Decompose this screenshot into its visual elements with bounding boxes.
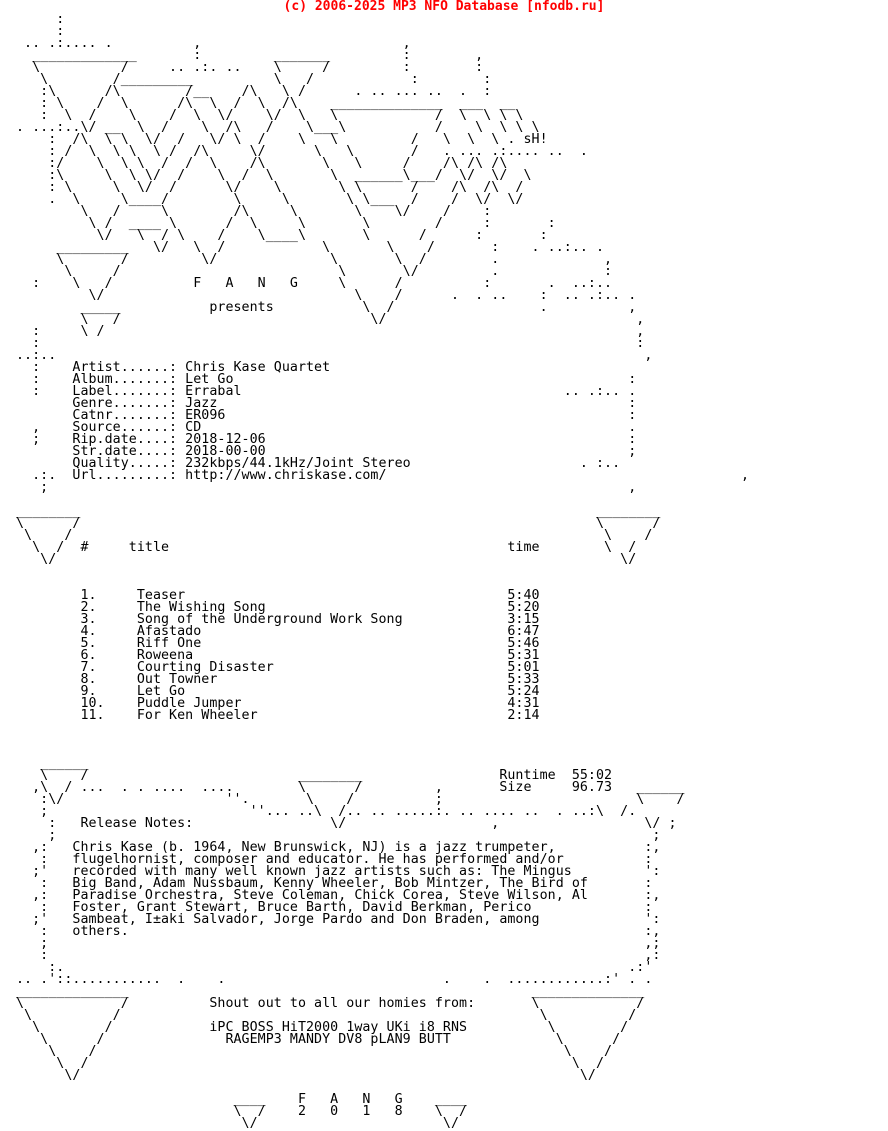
nfo-line: : Release Notes: \/ , \/ ; <box>16 816 677 831</box>
nfo-line: : \ \ \/ / \/ \ \ \ / /\ /\ / <box>16 180 524 195</box>
nfo-line: : flugelhornist, composer and educator. … <box>16 852 653 867</box>
nfo-line: \ / \ / <box>16 1056 605 1071</box>
nfo-line: : /\ \ \ \/ / \/ \ / \ \ / \ \ \ . sH! <box>16 132 548 147</box>
nfo-line: ;' Sambeat, I±aki Salvador, Jorge Pardo … <box>16 912 661 927</box>
nfo-line: Catnr.......: ER096 : <box>16 408 637 423</box>
nfo-line: . \ \____/ \ \ \ \___ / / \/ \/ <box>16 192 524 207</box>
nfo-line: ;' recorded with many well known jazz ar… <box>16 864 661 879</box>
nfo-line: 7. Courting Disaster 5:01 <box>16 660 540 675</box>
nfo-line: \ / iPC BOSS HiT2000 1way UKi i8 RNS \ / <box>16 1020 629 1035</box>
nfo-line: : others. :, <box>16 924 661 939</box>
nfo-line: ______________ ______________ <box>16 984 645 999</box>
nfo-line: 2. The Wishing Song 5:20 <box>16 600 540 615</box>
nfo-line: , Source......: CD . <box>16 420 637 435</box>
nfo-line: 1. Teaser 5:40 <box>16 588 540 603</box>
nfo-line: \ / ____ \ / \ \ \ / : : <box>16 216 556 231</box>
nfo-line: _____________ : _______ : , <box>16 48 484 63</box>
nfo-line: ; ,; <box>16 936 661 951</box>
nfo-line: 8. Out Towner 5:33 <box>16 672 540 687</box>
nfo-line: \ / \ / <box>16 528 653 543</box>
nfo-line: ,: Paradise Orchestra, Steve Coleman, Ch… <box>16 888 661 903</box>
nfo-line: \ / RAGEMP3 MANDY DV8 pLAN9 BUTT \ / <box>16 1032 621 1047</box>
nfo-line: : Label.......: Errabal .. .:.. . <box>16 384 637 399</box>
nfo-line: : Big Band, Adam Nussbaum, Kenny Wheeler… <box>16 876 653 891</box>
nfo-line: \ / Shout out to all our homies from: \ … <box>16 996 645 1011</box>
nfo-line: _____ presents \ / . , <box>16 300 637 315</box>
nfo-line: \ / .. .:. .. \ / : : <box>16 60 484 75</box>
copyright-header: (c) 2006-2025 MP3 NFO Database [nfodb.ru… <box>283 0 605 14</box>
nfo-line: 10. Puddle Jumper 4:31 <box>16 696 540 711</box>
nfo-line: ; ; <box>16 828 661 843</box>
nfo-line: 6. Roweena 5:31 <box>16 648 540 663</box>
nfo-line: \ / \/ \ \ / . , <box>16 252 613 267</box>
nfo-line: : <box>16 12 65 27</box>
nfo-line: : <box>16 24 65 39</box>
nfo-line: :/ \ \ \ / / \ /\ \ \ / /\ /\ /\ <box>16 156 508 171</box>
nfo-line: 9. Let Go 5:24 <box>16 684 540 699</box>
nfo-line: \ / # title time \ / <box>16 540 637 555</box>
nfo-line: \ /_________ \ / : : <box>16 72 492 87</box>
nfo-line: \/ \ / . . .. : .. .:.. . <box>16 288 637 303</box>
nfo-line: : ,: <box>16 948 661 963</box>
nfo-line: ,\ / ... . . .... .... \ / , Size 96.73 … <box>16 780 685 795</box>
nfo-line: :. .:' <box>16 960 653 975</box>
nfo-line: : \ / \ / \ \/ \/ \ \ / \ \ \ \ <box>16 108 524 123</box>
nfo-line: ; ''... ..\ /.. .. .....:. .. .... .. . … <box>16 804 637 819</box>
nfo-line: :\/ ''. \ / ; \ / <box>16 792 685 807</box>
nfo-line: ______ <box>16 756 89 771</box>
nfo-line: \ / \ / <box>16 1044 613 1059</box>
nfo-line: ..:.. , <box>16 348 653 363</box>
nfo-line: \ / ________ Runtime 55:02 <box>16 768 613 783</box>
nfo-line: : Artist......: Chris Kase Quartet <box>16 360 331 375</box>
nfo-line: Genre.......: Jazz : <box>16 396 637 411</box>
nfo-line: :\ /\ /__ /\ \ / . .. ... .. . : <box>16 84 492 99</box>
nfo-line: \ / \ / <box>16 1008 637 1023</box>
nfo-line: Quality.....: 232kbps/44.1kHz/Joint Ster… <box>16 456 621 471</box>
nfo-line: \ / \/ , <box>16 312 645 327</box>
nfo-line: _________ \/ \ / \ \ / : . ..:.. . <box>16 240 605 255</box>
nfo-line: : \ / F A N G \ / : . ..:.. <box>16 276 613 291</box>
nfo-line: : \ / , <box>16 324 645 339</box>
nfo-line: \/ \/ <box>16 552 637 567</box>
nfo-line: \/ \/ <box>16 1116 460 1131</box>
nfo-line: ____ F A N G ____ <box>16 1092 468 1107</box>
nfo-line: ________ ________ <box>16 504 661 519</box>
nfo-line: \/ \/ <box>16 1068 596 1083</box>
nfo-line: : \ / \ /\ \ / \ /\ ______________ ___ _… <box>16 96 516 111</box>
nfo-line: \ / \ \/ . : <box>16 264 613 279</box>
nfo-line: .. .'::........... . . . . ............:… <box>16 972 653 987</box>
nfo-line: \ / \ /\ \ \ \/ / : <box>16 204 492 219</box>
nfo-line: : Album.......: Let Go : <box>16 372 637 387</box>
nfo-line: 5. Riff One 5:46 <box>16 636 540 651</box>
nfo-line: 11. For Ken Wheeler 2:14 <box>16 708 540 723</box>
nfo-line: .. .:.... . , , <box>16 36 411 51</box>
nfo-line: ; , <box>16 480 637 495</box>
nfo-line: 3. Song of the Underground Work Song 3:1… <box>16 612 540 627</box>
nfo-line: :\ \ \ \/ / \ / \ \ ______\___/ \/ \/ \ <box>16 168 532 183</box>
nfo-text: : : .. .:.... . , , _____________ : ____… <box>0 12 750 1131</box>
nfo-line: : : <box>16 336 645 351</box>
nfo-line: \ / \ / <box>16 516 661 531</box>
nfo-line: : / \ \ \ \ / /\ \/ \ \ / . ... .:.... .… <box>16 144 588 159</box>
nfo-line: 4. Afastado 6:47 <box>16 624 540 639</box>
nfo-line: Str.date....: 2018-00-00 ; <box>16 444 637 459</box>
nfo-line: . ...:..\/ __ \ / \ /\ / \___\ / \ \ \ \ <box>16 120 540 135</box>
nfo-line: ,: Chris Kase (b. 1964, New Brunswick, N… <box>16 840 661 855</box>
nfo-line: .:. Url.........: http://www.chriskase.c… <box>16 468 750 483</box>
nfo-line: \/ \ / \ / \____\ \ / : : <box>16 228 548 243</box>
nfo-line: : Foster, Grant Stewart, Bruce Barth, Da… <box>16 900 653 915</box>
nfo-line: ; Rip.date....: 2018-12-06 : <box>16 432 637 447</box>
